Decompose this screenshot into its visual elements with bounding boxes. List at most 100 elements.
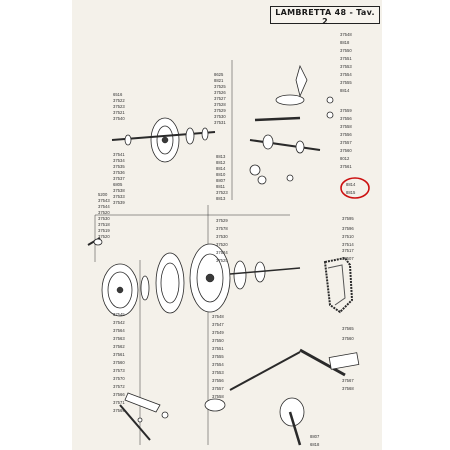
callout-label: 37558 (212, 394, 224, 399)
callout-label: 37551 (340, 56, 352, 61)
callout-label: 37548 (212, 314, 224, 319)
callouts-lower-left: 5200 37543 37544 37520 37530 37518 37519… (98, 192, 110, 239)
callout-label: 37521 (113, 110, 125, 115)
callout-label: 37510 (342, 234, 354, 239)
callout-label: 37534 (113, 158, 125, 163)
callout-label: 37563 (113, 336, 125, 341)
callout-label: 37553 (212, 370, 224, 375)
upper-right-shaft-assembly (249, 64, 334, 154)
callout-label: 37533 (113, 194, 125, 199)
callout-label: 8812 (216, 160, 226, 165)
callout-label: 37555 (340, 80, 352, 85)
callout-label: 37539 (113, 200, 125, 205)
callout-label: 37518 (98, 222, 110, 227)
callout-label: 37570 (113, 376, 125, 381)
callout-label: 37520 (216, 242, 228, 247)
callout-label: 37524 (216, 250, 228, 255)
callout-label: 37565 (342, 326, 354, 331)
callout-label: 37520 (98, 234, 110, 239)
callout-label: 37514 (342, 242, 354, 247)
callout-label: 37530 (216, 234, 228, 239)
callout-label: 37525 (214, 84, 226, 89)
callout-label: 37560 (342, 336, 354, 341)
callouts-top-right: 37548 8818 37550 37551 37553 37554 37555… (340, 32, 356, 195)
sheet-title: LAMBRETTA 48 - Tav. 2 (275, 8, 375, 26)
callouts-upper-left: 6516 37522 37523 37521 37540 37541 37534… (113, 92, 125, 205)
callout-label: 37526 (214, 90, 226, 95)
callouts-top-center: 8625 8821 37525 37526 37527 37528 37529 … (214, 72, 226, 125)
callout-label: 8807 (216, 178, 226, 183)
callout-label: 8811 (216, 184, 226, 189)
callout-label-highlighted: 8815 (346, 190, 356, 195)
callout-label: 37540 (113, 116, 125, 121)
callout-label: 37578 (216, 226, 228, 231)
callout-label: 8818 (340, 40, 350, 45)
callout-label: 37561 (113, 352, 125, 357)
callout-label: 37554 (212, 362, 224, 367)
middle-small-parts (249, 164, 294, 185)
callout-label: 37554 (340, 72, 352, 77)
catalog-page (72, 0, 382, 450)
callout-label: 5200 (98, 192, 108, 197)
callouts-right-mid: 37595 37596 37510 37514 37517 37507 (342, 216, 354, 261)
callouts-middle-center: 8813 8812 8814 8810 8807 8811 37523 8813 (216, 154, 228, 201)
callout-label: 37547 (212, 322, 224, 327)
lower-left-pedal-arm (119, 392, 169, 441)
callout-label: 8012 (340, 156, 350, 161)
callout-label: 37528 (214, 102, 226, 107)
callout-label: 8821 (214, 78, 224, 83)
callout-label: 37557 (340, 140, 352, 145)
highlight-circle (340, 177, 370, 199)
upper-pulley-assembly (111, 117, 216, 163)
callout-label: 8813 (216, 196, 226, 201)
callout-label: 37571 (113, 400, 125, 405)
callout-label: 37530 (214, 114, 226, 119)
callout-label: 37530 (98, 216, 110, 221)
callout-label: 6516 (113, 92, 123, 97)
callout-label: 37523 (216, 190, 228, 195)
callout-label: 37595 (342, 216, 354, 221)
callout-label: 37560 (113, 360, 125, 365)
callout-label: 37531 (214, 120, 226, 125)
callouts-lower-left-b: 37545 37542 37564 37563 37562 37561 3756… (113, 312, 125, 413)
callout-label: 37538 (113, 188, 125, 193)
callout-label: 37517 (342, 248, 354, 253)
callout-label: 37544 (98, 204, 110, 209)
callout-label: 37545 (113, 312, 125, 317)
callout-label: 37568 (342, 386, 354, 391)
callout-label: 37596 (342, 226, 354, 231)
callout-label: 37520 (98, 210, 110, 215)
callout-label: 37573 (113, 368, 125, 373)
callout-label: 37541 (113, 152, 125, 157)
callout-label: 37556 (340, 116, 352, 121)
callout-label: 6805 (113, 182, 123, 187)
callout-label: 8814 (216, 166, 226, 171)
callout-label: 37553 (340, 64, 352, 69)
callout-label: 8814 (340, 88, 350, 93)
callout-label: 6818 (310, 442, 320, 447)
callout-label: 37519 (98, 228, 110, 233)
callout-label: 37556 (340, 132, 352, 137)
callout-label: 37556 (212, 378, 224, 383)
callout-label: 37564 (113, 328, 125, 333)
central-drum-assembly (155, 243, 301, 314)
callout-label: 37567 (342, 378, 354, 383)
callout-label: 8810 (216, 172, 226, 177)
callout-label: 37537 (113, 176, 125, 181)
callout-label: 8807 (310, 434, 320, 439)
callouts-bottom-right: 37565 37560 37567 37568 8807 6818 (310, 326, 354, 447)
callout-label: 37561 (340, 164, 352, 169)
callout-label: 37562 (113, 344, 125, 349)
callout-label: 37560 (340, 148, 352, 153)
callout-label: 37549 (212, 330, 224, 335)
callout-label: 37529 (216, 218, 228, 223)
callout-label: 37543 (98, 198, 110, 203)
callout-label: 8813 (216, 154, 226, 159)
callout-label: 37529 (214, 108, 226, 113)
callout-label: 37550 (212, 338, 224, 343)
callout-label: 8625 (214, 72, 224, 77)
callout-label: 37548 (340, 32, 352, 37)
callout-label: 37542 (113, 320, 125, 325)
callouts-center-mid: 37529 37578 37530 37520 37524 37525 (216, 218, 228, 263)
